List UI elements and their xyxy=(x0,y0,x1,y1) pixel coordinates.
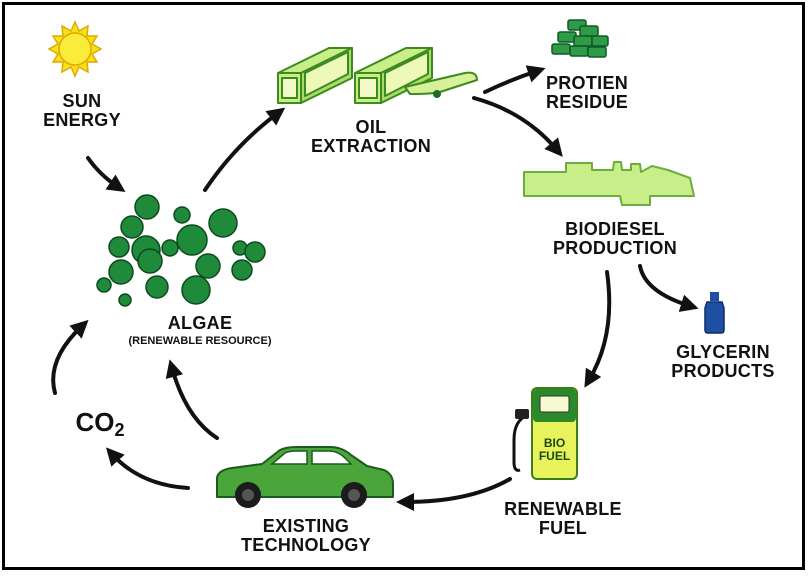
glycerin-bottle-icon xyxy=(704,292,725,334)
fuel-pump-icon xyxy=(512,387,578,480)
algae-title: ALGAE xyxy=(167,313,233,333)
arrow-sun-to-algae xyxy=(86,156,126,192)
arrow-fuel-to-car xyxy=(396,477,512,511)
sun-icon xyxy=(47,20,103,78)
renewable-fuel-line2: FUEL xyxy=(538,517,588,538)
biodiesel-plant-icon xyxy=(523,161,695,206)
arrow-car-to-algae xyxy=(165,359,219,440)
existing-technology-label: EXISTING TECHNOLOGY xyxy=(226,517,386,555)
glycerin-products-line2: PRODUCTS xyxy=(671,360,775,381)
co2-label: CO2 xyxy=(55,407,145,439)
arrow-co2-to-algae xyxy=(51,319,89,395)
glycerin-products-line1: GLYCERIN xyxy=(676,342,770,362)
algae-subtitle: (RENEWABLE RESOURCE) xyxy=(128,335,272,347)
oil-extraction-line2: EXTRACTION xyxy=(311,135,431,156)
biodiesel-production-line1: BIODIESEL xyxy=(565,219,665,239)
sun-energy-line2: ENERGY xyxy=(43,109,121,130)
bio-fuel-pump-line2: FUEL xyxy=(538,448,571,463)
biodiesel-production-line2: PRODUCTION xyxy=(553,237,677,258)
arrow-extraction-to-biodiesel xyxy=(472,96,563,157)
sun-energy-line1: SUN xyxy=(62,91,102,111)
existing-technology-line1: EXISTING xyxy=(262,516,350,536)
existing-technology-line2: TECHNOLOGY xyxy=(240,534,371,555)
co2-text: CO xyxy=(75,407,115,437)
arrow-biodiesel-to-fuel xyxy=(584,270,612,388)
extraction-trays-icon xyxy=(277,47,478,104)
protien-residue-label: PROTIEN RESIDUE xyxy=(537,74,637,112)
biodiesel-production-label: BIODIESEL PRODUCTION xyxy=(535,220,695,258)
renewable-fuel-line1: RENEWABLE xyxy=(504,499,622,519)
car-icon xyxy=(216,446,394,508)
protein-blocks-icon xyxy=(551,19,609,58)
oil-extraction-label: OIL EXTRACTION xyxy=(296,118,446,156)
arrow-car-to-co2 xyxy=(105,447,190,490)
protien-residue-line2: RESIDUE xyxy=(545,91,629,112)
cycle-arrows xyxy=(51,65,699,511)
oil-extraction-line1: OIL xyxy=(355,117,387,137)
protien-residue-line1: PROTIEN xyxy=(545,73,629,93)
arrow-extraction-to-protein xyxy=(483,65,546,94)
sun-energy-label: SUN ENERGY xyxy=(32,92,132,130)
bio-fuel-pump-line1: BIO xyxy=(543,436,566,450)
algae-icon xyxy=(96,194,266,307)
arrow-biodiesel-to-glycerin xyxy=(638,264,699,312)
co2-subscript: 2 xyxy=(114,420,125,440)
glycerin-products-label: GLYCERIN PRODUCTS xyxy=(658,343,788,381)
renewable-fuel-label: RENEWABLE FUEL xyxy=(488,500,638,538)
arrow-algae-to-extraction xyxy=(203,107,286,192)
bio-fuel-pump-text: BIO FUEL xyxy=(532,437,577,462)
